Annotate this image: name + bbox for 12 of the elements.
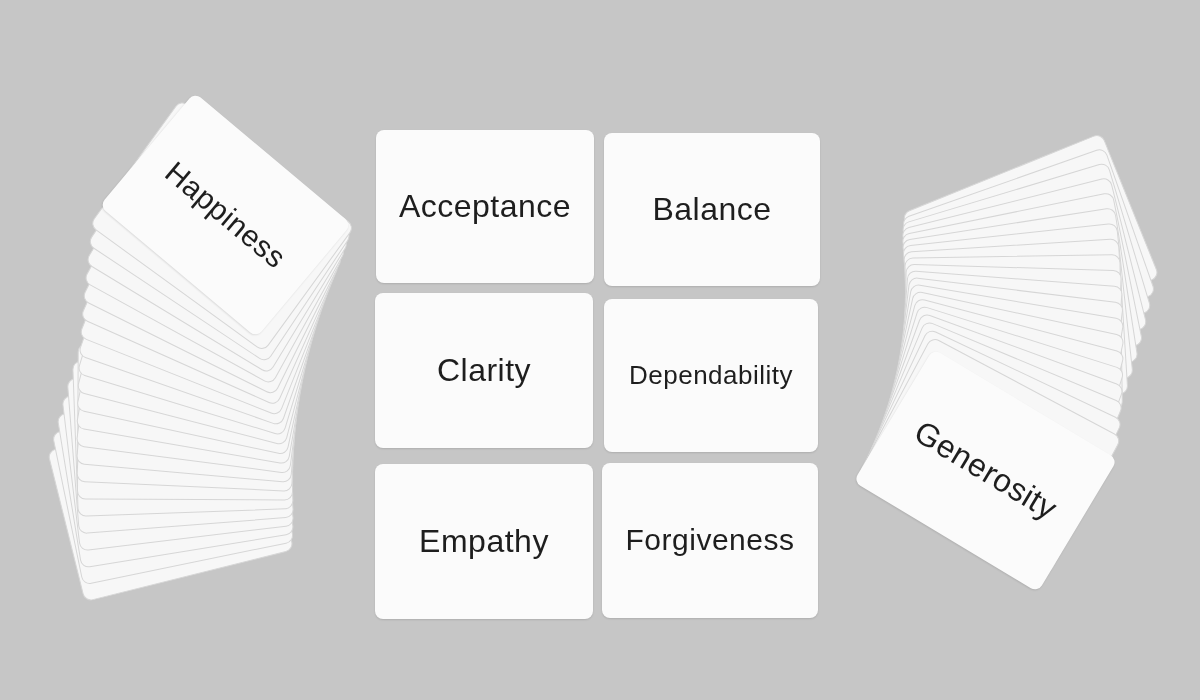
- card-word: Dependability: [628, 359, 794, 391]
- card-word: Balance: [652, 190, 772, 228]
- word-card: [602, 462, 818, 618]
- card-word: Forgiveness: [625, 523, 795, 557]
- card-word: Empathy: [419, 522, 549, 560]
- card-word: Clarity: [436, 351, 532, 389]
- word-card: [375, 292, 593, 448]
- word-card: [604, 298, 818, 452]
- word-card: [375, 463, 593, 619]
- word-card: [376, 129, 594, 283]
- card-word: Acceptance: [398, 187, 572, 225]
- word-card: [604, 132, 820, 286]
